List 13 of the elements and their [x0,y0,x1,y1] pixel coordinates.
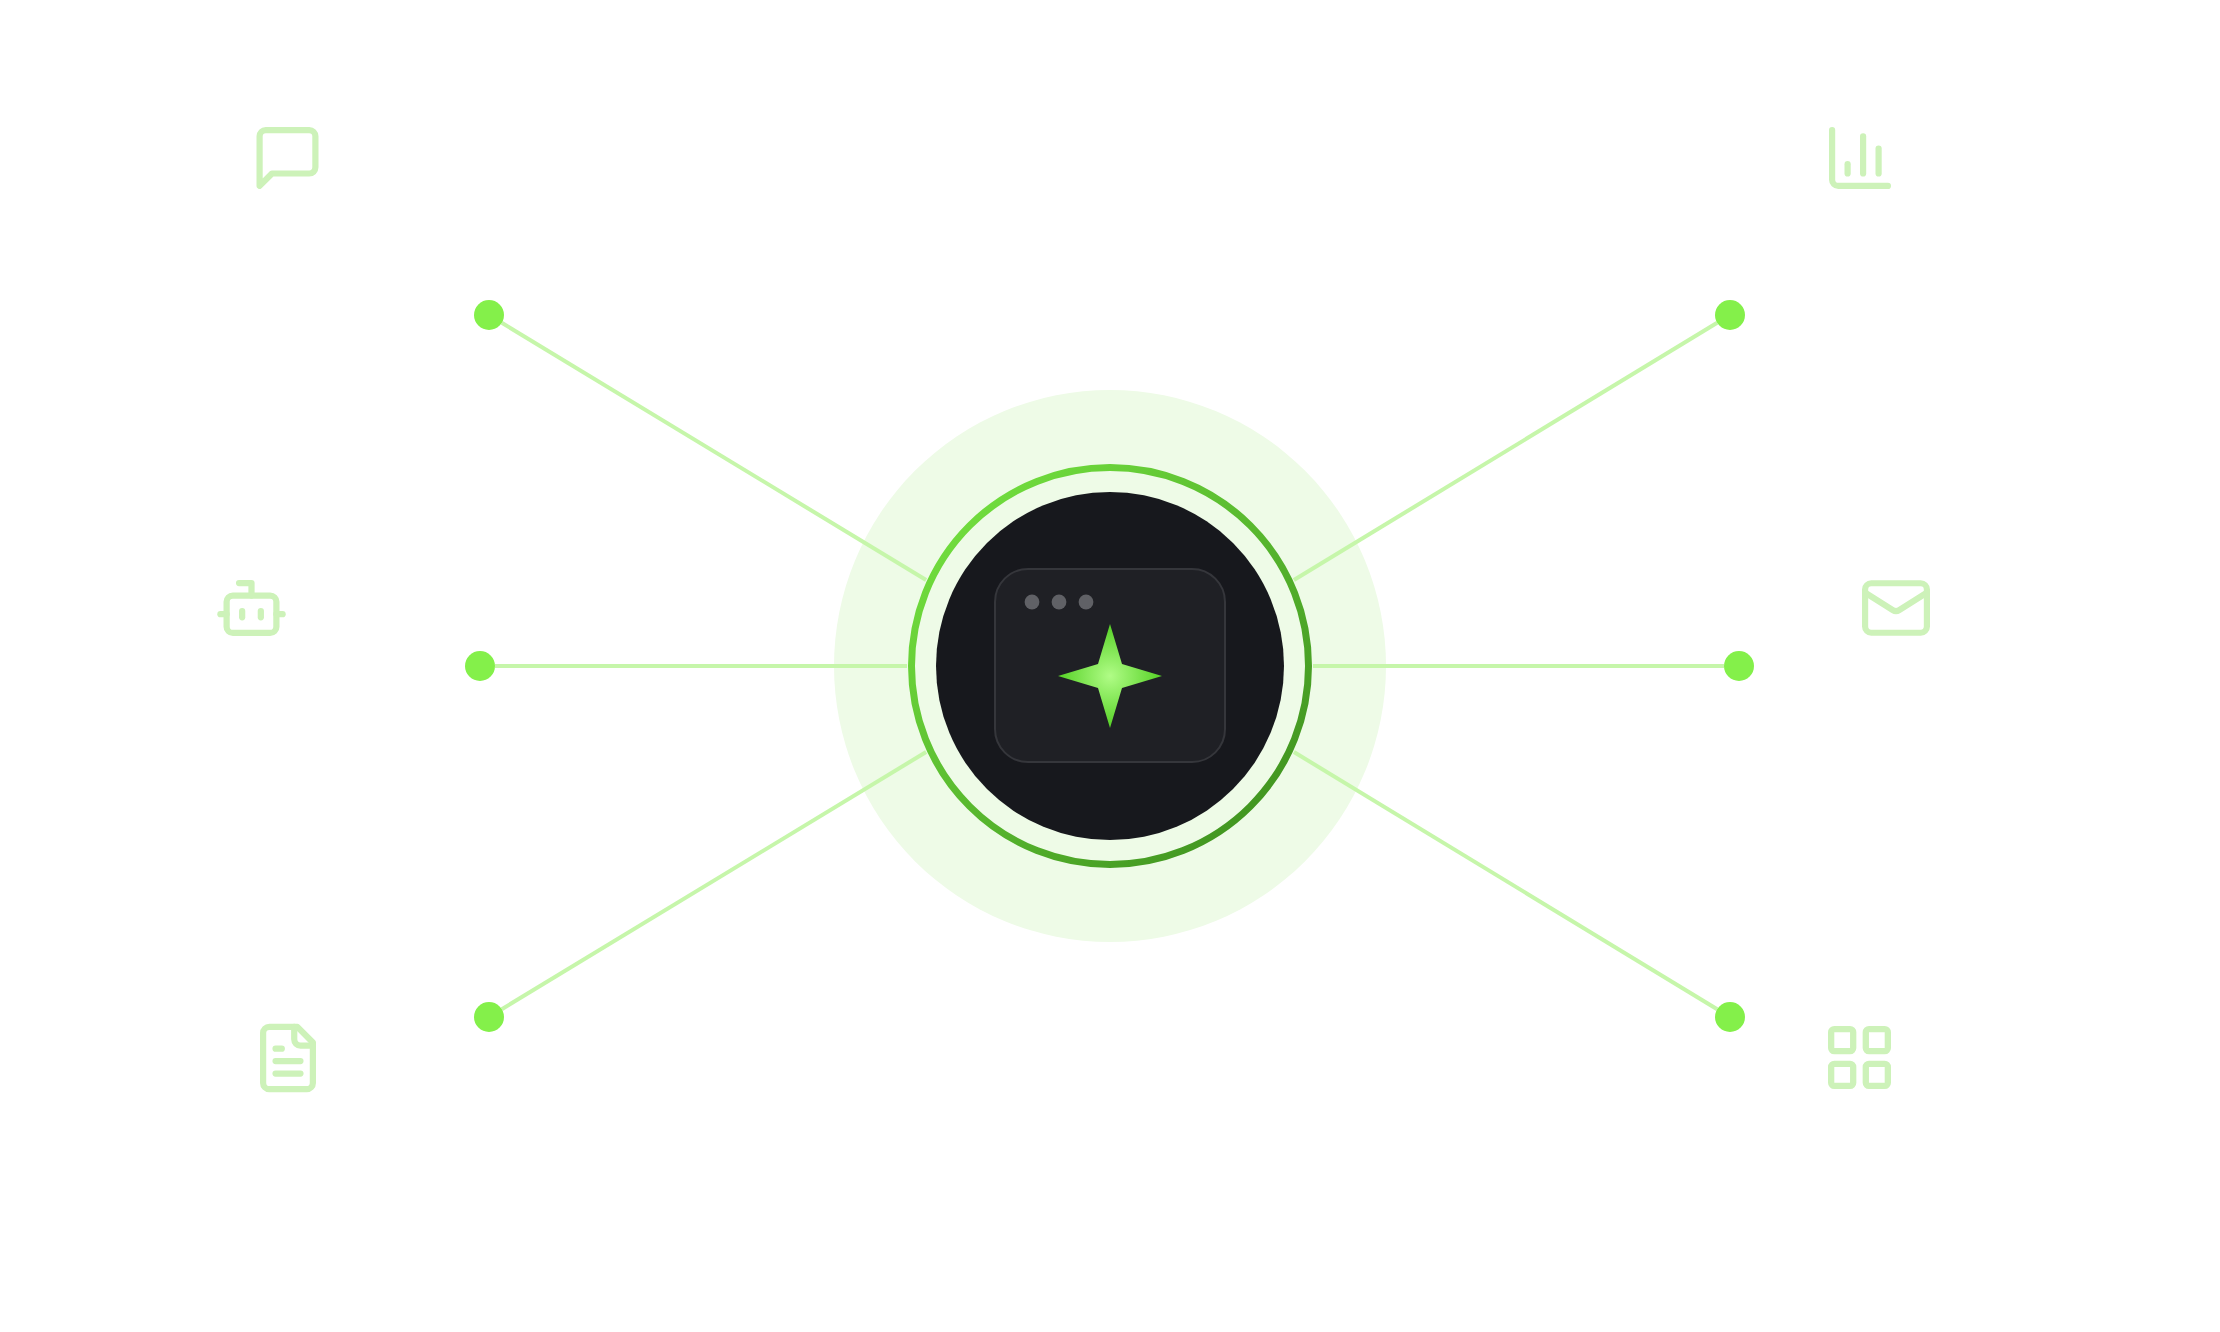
connector-line [1313,664,1724,668]
hub-circle [908,464,1312,868]
node-dot [465,651,495,681]
node-dot [474,1002,504,1032]
connector-line [500,321,928,582]
node-dot [1715,1002,1745,1032]
node-dot [1724,651,1754,681]
node-dot [474,300,504,330]
connector-line [495,664,907,668]
connector-line [500,750,928,1011]
connector-line [1292,750,1719,1011]
connector-line [1292,321,1719,582]
node-dot [1715,300,1745,330]
